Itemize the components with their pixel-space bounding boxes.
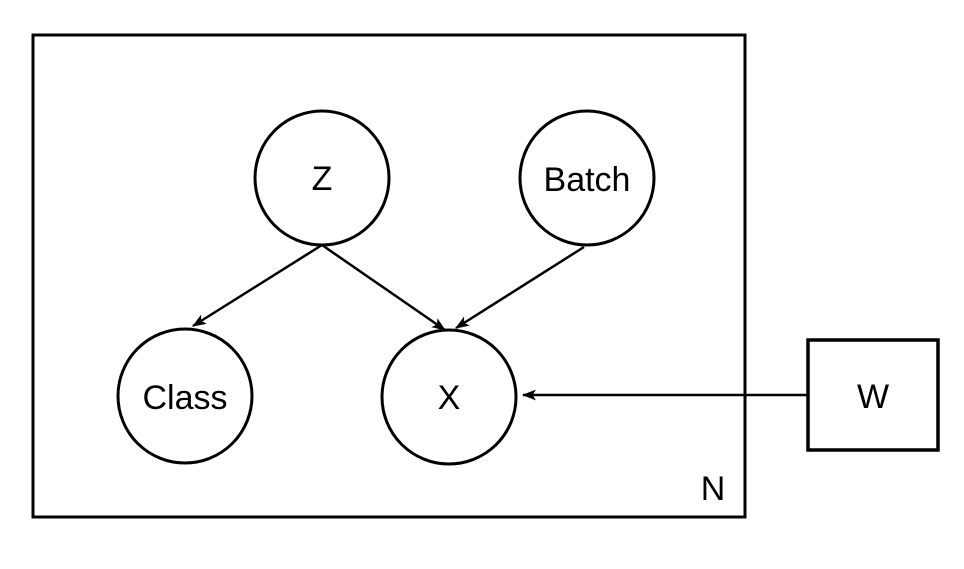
node-w-label: W (857, 378, 889, 416)
edge-z-to-class (192, 243, 323, 328)
node-z-label: Z (312, 160, 333, 198)
node-class-label: Class (142, 379, 227, 417)
node-batch-circle (518, 109, 656, 247)
node-batch-label: Batch (544, 161, 631, 199)
node-x-circle (380, 328, 518, 466)
node-w-square (806, 338, 940, 452)
plate-rectangle (31, 33, 747, 519)
edge-batch-to-x (455, 245, 585, 330)
plate-count-label: N (701, 470, 726, 508)
node-x-label: X (438, 379, 461, 417)
edge-z-to-x (321, 243, 446, 332)
node-class-circle (116, 327, 254, 465)
node-z-circle (253, 109, 391, 247)
